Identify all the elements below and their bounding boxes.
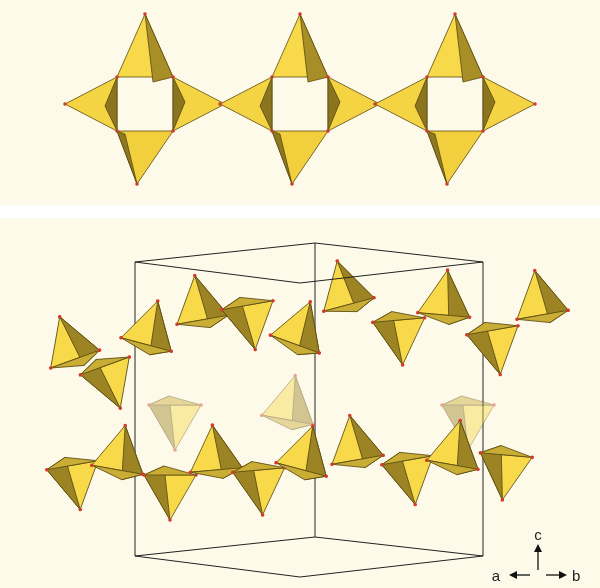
axis-label: a — [492, 568, 500, 583]
unit-cell — [135, 243, 483, 556]
axis-label: c — [534, 527, 542, 542]
axis-arrows — [509, 544, 567, 579]
axis-label: b — [572, 568, 580, 583]
top-panel — [0, 0, 600, 205]
bottom-panel — [0, 218, 600, 588]
